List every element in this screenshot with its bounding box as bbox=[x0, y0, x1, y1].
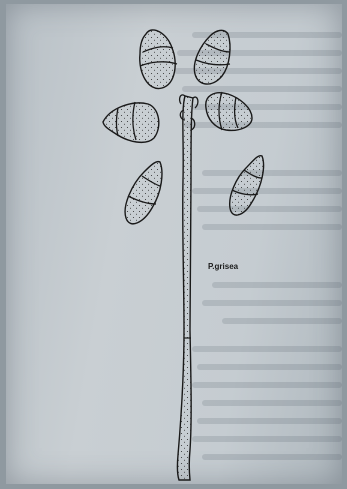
conidium bbox=[194, 30, 230, 84]
conidium bbox=[103, 102, 159, 142]
conidium bbox=[140, 30, 177, 89]
conidium bbox=[206, 92, 252, 130]
conidiophore-stalk bbox=[177, 96, 193, 480]
conidium bbox=[125, 162, 162, 224]
conidium bbox=[230, 156, 264, 215]
species-label: P.grisea bbox=[208, 262, 238, 271]
